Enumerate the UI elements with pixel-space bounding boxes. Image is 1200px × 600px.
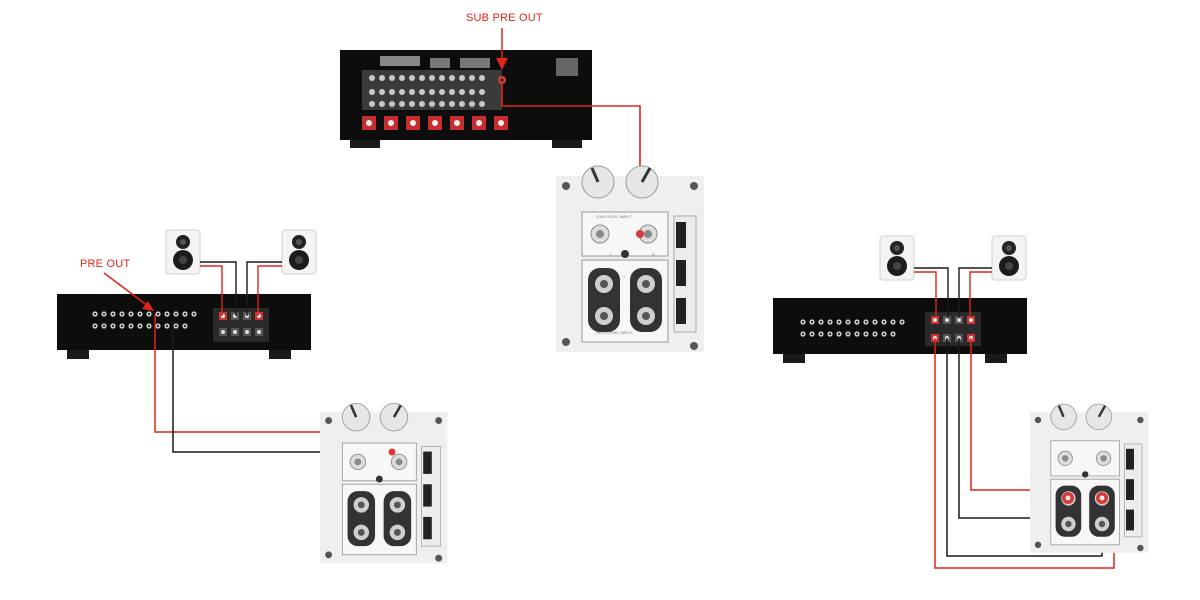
sub-pre-out-label: SUB PRE OUT [466,12,543,24]
subwoofer-panel-center [554,164,706,354]
pre-out-label: PRE OUT [80,258,130,270]
low-level-input-text: LOW LEVEL INPUT [596,214,632,219]
speaker-left-1 [165,229,201,275]
wire-pre-out-left [172,318,350,453]
pre-out-arrow [103,272,149,307]
right-channel-text: R [652,252,655,257]
subwoofer-panel-right [1028,402,1150,554]
speaker-right-1 [879,235,915,281]
minus-text: - [623,306,625,311]
wire-high-level-3 [958,338,1064,519]
speaker-left-2 [281,229,317,275]
left-channel-text: L [610,252,613,257]
plus-text: + [623,274,626,279]
av-receiver [340,50,592,148]
high-level-input-text: HIGH LEVEL INPUT [596,330,633,335]
speaker-right-2 [991,235,1027,281]
subwoofer-panel-left [318,402,449,565]
stereo-amplifier-left [57,294,311,359]
stereo-amplifier-right [773,298,1027,363]
